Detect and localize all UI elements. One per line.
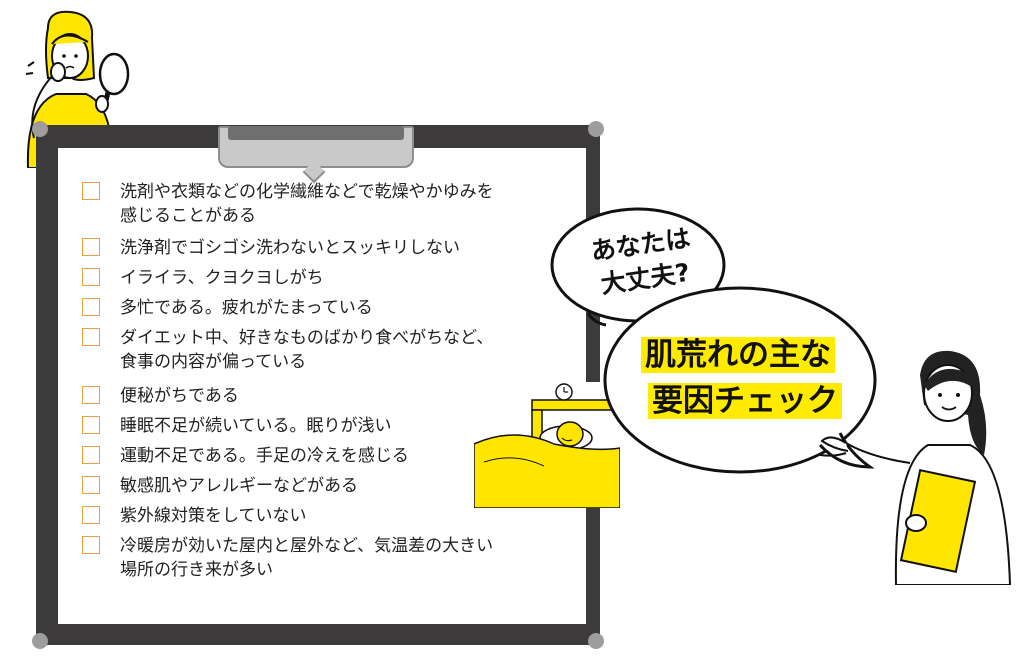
bubble-title-line1: 肌荒れの主な: [641, 335, 835, 375]
checklist-item-text: 食事の内容が偏っている: [120, 352, 307, 372]
checklist-item-text: 運動不足である。手足の冷えを感じる: [120, 446, 409, 466]
checkbox[interactable]: [82, 446, 100, 464]
checklist-item: 運動不足である。手足の冷えを感じる: [80, 444, 580, 468]
speech-bubbles: [550, 207, 877, 474]
checkbox[interactable]: [82, 328, 100, 346]
bubble-title-line2: 要因チェック: [648, 381, 842, 421]
checklist-item-text: 睡眠不足が続いている。眠りが浅い: [120, 416, 392, 436]
checklist-item: ダイエット中、好きなものばかり食べがちなど、食事の内容が偏っている: [80, 326, 580, 374]
checklist-item-text: ダイエット中、好きなものばかり食べがちなど、: [120, 328, 494, 348]
checklist-item: 睡眠不足が続いている。眠りが浅い: [80, 414, 580, 438]
checklist-item-text: 紫外線対策をしていない: [120, 506, 307, 526]
checklist-item: 便秘がちである: [80, 384, 580, 408]
checkbox[interactable]: [82, 182, 100, 200]
clipboard-corner: [32, 121, 48, 137]
clipboard-corner: [588, 121, 604, 137]
clipboard-corner: [32, 633, 48, 649]
checkbox[interactable]: [82, 506, 100, 524]
checklist-item-text: 冷暖房が効いた屋内と屋外など、気温差の大きい: [120, 536, 494, 556]
checkbox[interactable]: [82, 536, 100, 554]
checkbox[interactable]: [82, 416, 100, 434]
checklist-item-text: 多忙である。疲れがたまっている: [120, 298, 373, 318]
bubble-title-text2: 要因チェック: [648, 383, 842, 419]
checklist-item: イライラ、クヨクヨしがち: [80, 266, 580, 290]
clipboard-corner: [588, 633, 604, 649]
checkbox[interactable]: [82, 298, 100, 316]
sleeping-person-illustration: [474, 382, 620, 508]
checklist-item-text: 便秘がちである: [120, 386, 239, 406]
clipboard-clip-bar: [228, 126, 404, 140]
checklist-item: 洗剤や衣類などの化学繊維などで乾燥やかゆみを感じることがある: [80, 180, 580, 228]
checklist-item-text: 洗剤や衣類などの化学繊維などで乾燥やかゆみを: [120, 182, 494, 202]
checklist-item-text: 感じることがある: [120, 206, 256, 226]
woman-with-clipboard-illustration: [819, 350, 1012, 585]
checklist-item-text: 洗浄剤でゴシゴシ洗わないとスッキリしない: [120, 238, 460, 258]
bubble-title-text1: 肌荒れの主な: [641, 337, 835, 373]
checkbox[interactable]: [82, 386, 100, 404]
checklist-item: 紫外線対策をしていない: [80, 504, 580, 528]
checklist-item: 多忙である。疲れがたまっている: [80, 296, 580, 320]
checklist-item: 敏感肌やアレルギーなどがある: [80, 474, 580, 498]
checklist: 洗剤や衣類などの化学繊維などで乾燥やかゆみを感じることがある洗浄剤でゴシゴシ洗わ…: [80, 180, 580, 582]
checklist-item-text: イライラ、クヨクヨしがち: [120, 268, 324, 288]
alarm-clock-icon: [555, 383, 573, 401]
checkbox[interactable]: [82, 476, 100, 494]
checklist-item: 冷暖房が効いた屋内と屋外など、気温差の大きい場所の行き来が多い: [80, 534, 580, 582]
checklist-item-text: 場所の行き来が多い: [120, 560, 273, 580]
checklist-item: 洗浄剤でゴシゴシ洗わないとスッキリしない: [80, 236, 580, 260]
checkbox[interactable]: [82, 268, 100, 286]
checklist-item-text: 敏感肌やアレルギーなどがある: [120, 476, 358, 496]
checkbox[interactable]: [82, 238, 100, 256]
